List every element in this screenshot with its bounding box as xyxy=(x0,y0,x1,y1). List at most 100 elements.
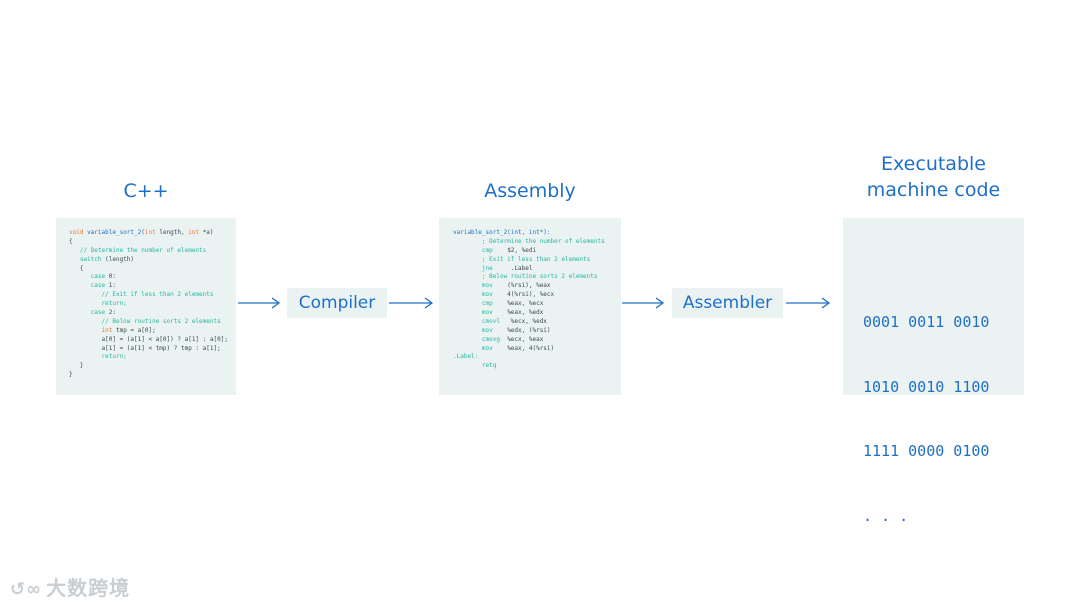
cpp-code-line: void variable_sort_2(int length, int *a) xyxy=(69,229,228,238)
assembly-code-line: cmp $2, %edi xyxy=(453,247,605,256)
code-token: %edx, (%rsi) xyxy=(507,326,551,334)
code-token: .Label xyxy=(507,264,533,272)
code-token: switch xyxy=(69,255,102,263)
code-token: { xyxy=(69,264,84,272)
assembly-code-line: mov %edx, (%rsi) xyxy=(453,327,605,336)
machine-code-line: 0001 0011 0010 xyxy=(863,313,990,331)
machine-code-panel: 0001 0011 0010 1010 0010 1100 1111 0000 … xyxy=(843,218,1024,525)
code-token: length, xyxy=(155,229,189,236)
code-token: } xyxy=(69,362,84,370)
code-token: return; xyxy=(69,300,127,308)
code-token: { xyxy=(69,237,73,245)
code-token: $2, %edi xyxy=(507,246,537,254)
arrow-compiler-to-assembly xyxy=(389,297,434,309)
cpp-code-panel: void variable_sort_2(int length, int *a)… xyxy=(56,218,236,395)
code-token: a[0] = (a[1] < a[0]) ? a[1] : a[0]; xyxy=(69,335,228,343)
compiler-label: Compiler xyxy=(287,288,387,318)
assembly-code-line: cmovg %ecx, %eax xyxy=(453,336,605,345)
assembler-label: Assembler xyxy=(672,288,783,318)
code-token: // Below routine sorts 2 elements xyxy=(69,317,221,325)
code-token: int xyxy=(144,229,156,236)
code-token: 4(%rsi), %ecx xyxy=(507,291,555,299)
arrow-assembly-to-assembler xyxy=(622,297,665,309)
code-token: mov xyxy=(453,282,508,290)
assembly-code-line: variable_sort_2(int, int*): xyxy=(453,229,605,238)
assembly-code-line: cmp %eax, %ecx xyxy=(453,300,605,309)
cpp-code-line: a[0] = (a[1] < a[0]) ? a[1] : a[0]; xyxy=(69,336,228,345)
code-token: int xyxy=(188,229,200,236)
code-token: cmp xyxy=(453,300,508,308)
code-token: void xyxy=(69,229,84,236)
machine-code-heading-line2: machine code xyxy=(866,179,1001,201)
code-token: %eax, %edx xyxy=(507,309,544,317)
cpp-code-line: int tmp = a[0]; xyxy=(69,327,228,336)
code-token: } xyxy=(69,371,73,379)
code-token: %eax, 4(%rsi) xyxy=(507,344,555,352)
code-token: tmp = a[0]; xyxy=(112,326,156,334)
watermark-logo-icon: ↺∞ xyxy=(10,579,43,600)
machine-code-ellipsis: . . . xyxy=(863,506,909,525)
cpp-code-line: } xyxy=(69,362,228,371)
assembly-code-panel: variable_sort_2(int, int*): ; Determine … xyxy=(439,218,621,395)
cpp-code-block: void variable_sort_2(int length, int *a)… xyxy=(69,229,228,380)
code-token: // Exit if less than 2 elements xyxy=(69,291,214,299)
machine-code-line: 1010 0010 1100 xyxy=(863,377,990,396)
cpp-code-line: case 0: xyxy=(69,273,228,282)
code-token: cmovl xyxy=(453,317,508,325)
assembly-code-line: ; Determine the number of elements xyxy=(453,238,605,247)
code-token: 2: xyxy=(105,309,116,317)
cpp-code-line: // Exit if less than 2 elements xyxy=(69,291,228,300)
code-token: cmovg xyxy=(453,335,508,343)
code-token: case xyxy=(69,273,106,281)
cpp-code-line: // Below routine sorts 2 elements xyxy=(69,318,228,327)
cpp-code-line: switch (length) xyxy=(69,256,228,265)
code-token: variable_sort_2( xyxy=(83,229,145,236)
code-token: 1: xyxy=(105,282,116,290)
assembly-code-line: mov (%rsi), %eax xyxy=(453,282,605,291)
assembly-code-line: mov %eax, 4(%rsi) xyxy=(453,345,605,354)
cpp-code-line: a[1] = (a[1] < tmp) ? tmp : a[1]; xyxy=(69,345,228,354)
machine-code-block: 0001 0011 0010 1010 0010 1100 1111 0000 … xyxy=(863,269,989,570)
code-token: retq xyxy=(453,362,497,370)
cpp-code-line: case 1: xyxy=(69,282,228,291)
code-token: %ecx, %edx xyxy=(507,317,547,325)
code-token: variable_sort_2(int, int*): xyxy=(453,229,551,236)
code-token: mov xyxy=(453,344,508,352)
watermark: ↺∞大数跨境 xyxy=(10,572,130,601)
code-token: .Label: xyxy=(453,353,479,361)
cpp-code-line: { xyxy=(69,238,228,247)
assembly-heading: Assembly xyxy=(484,180,576,202)
code-token: // Determine the number of elements xyxy=(69,246,207,254)
code-token: mov xyxy=(453,291,508,299)
cpp-heading: C++ xyxy=(123,180,169,202)
code-token: mov xyxy=(453,326,508,334)
code-token: (%rsi), %eax xyxy=(507,282,551,290)
code-token: *a) xyxy=(199,229,214,236)
watermark-text: 大数跨境 xyxy=(46,576,131,600)
code-token: cmp xyxy=(453,246,508,254)
cpp-code-line: // Determine the number of elements xyxy=(69,247,228,256)
code-token: jne xyxy=(453,264,508,272)
code-token: case xyxy=(69,309,106,317)
code-token: mov xyxy=(453,309,508,317)
machine-code-heading: Executable machine code xyxy=(843,151,1024,203)
assembly-code-line: mov %eax, %edx xyxy=(453,309,605,318)
code-token: %eax, %ecx xyxy=(507,300,544,308)
machine-code-heading-line1: Executable xyxy=(881,153,986,175)
arrow-cpp-to-compiler xyxy=(238,297,281,309)
code-token: a[1] = (a[1] < tmp) ? tmp : a[1]; xyxy=(69,344,221,352)
cpp-code-line: return; xyxy=(69,300,228,309)
assembly-code-line: ; Below routine sorts 2 elements xyxy=(453,273,605,282)
code-token: ; Determine the number of elements xyxy=(453,237,605,245)
machine-code-line: 1111 0000 0100 xyxy=(863,442,990,460)
assembly-code-line: cmovl %ecx, %edx xyxy=(453,318,605,327)
assembly-code-block: variable_sort_2(int, int*): ; Determine … xyxy=(453,229,605,371)
code-token: ; Exit if less than 2 elements xyxy=(453,255,591,263)
code-token: 0: xyxy=(105,273,116,281)
cpp-code-line: { xyxy=(69,265,228,274)
arrow-assembler-to-machine-code xyxy=(786,297,831,309)
assembly-code-line: jne .Label xyxy=(453,265,605,274)
cpp-code-line: case 2: xyxy=(69,309,228,318)
assembly-code-line: mov 4(%rsi), %ecx xyxy=(453,291,605,300)
assembly-code-line: retq xyxy=(453,362,605,371)
